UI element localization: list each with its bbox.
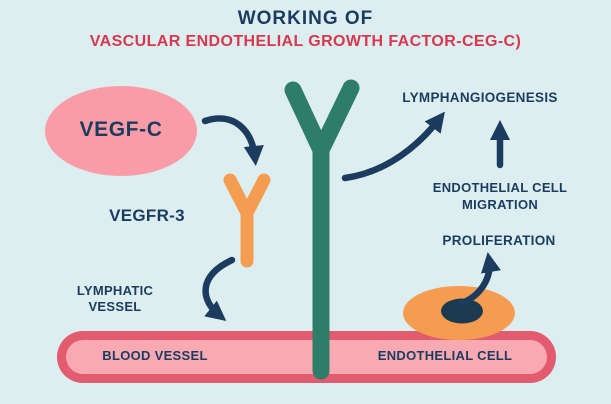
lymphangiogenesis-label: LYMPHANGIOGENESIS <box>402 90 558 105</box>
diagram-subtitle: VASCULAR ENDOTHELIAL GROWTH FACTOR-CEG-C… <box>89 33 522 50</box>
blood-vessel-label: BLOOD VESSEL <box>102 348 208 363</box>
cell-nucleus-shape <box>441 298 483 324</box>
proliferation-label: PROLIFERATION <box>442 233 556 248</box>
lymphatic-label-line2: VESSEL <box>88 299 142 314</box>
migration-label-line2: MIGRATION <box>461 197 539 212</box>
lymphatic-vessel-label: LYMPHATIC VESSEL <box>56 283 174 315</box>
diagram-title: WORKING OF <box>237 8 374 29</box>
lymphatic-vessel-shape <box>284 79 360 380</box>
arrow-cell-to-proliferation <box>458 252 501 307</box>
vegf-c-label: VEGF-C <box>79 118 163 141</box>
arrow-vegfc-to-vegfr3 <box>201 115 264 167</box>
arrow-vegfr3-to-vessel <box>202 256 236 322</box>
lymphatic-label-line1: LYMPHATIC <box>76 283 154 298</box>
migration-label-line1: ENDOTHELIAL CELL <box>432 180 568 195</box>
vegfr-3-label: VEGFR-3 <box>109 206 185 225</box>
endothelial-cell-label: ENDOTHELIAL CELL <box>377 348 513 363</box>
arrow-to-lymphangiogenesis <box>341 111 445 182</box>
blood-vessel-lumen <box>66 340 547 374</box>
endothelial-cell-migration-label: ENDOTHELIAL CELL MIGRATION <box>418 179 582 213</box>
vegfr3-receptor-shape <box>223 173 271 268</box>
vegf-c-bubble <box>45 86 197 176</box>
